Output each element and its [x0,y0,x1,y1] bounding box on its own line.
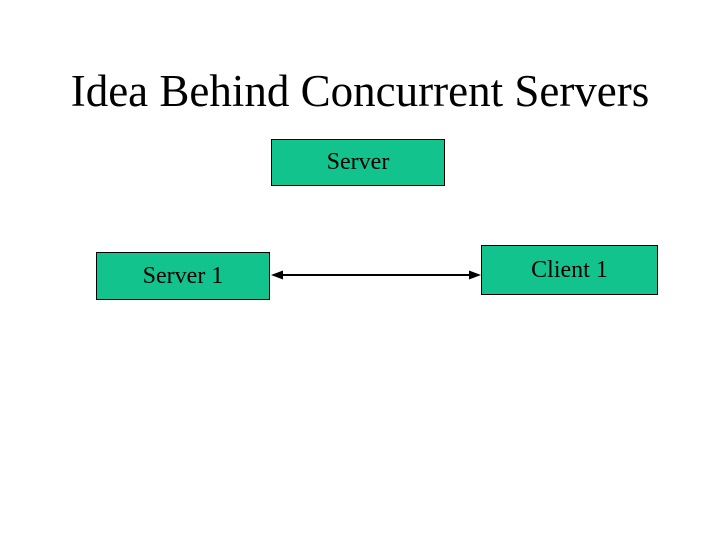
server-1-box-label: Server 1 [142,262,224,289]
server-1-box: Server 1 [96,252,270,300]
client-1-box: Client 1 [481,245,658,295]
server-box-label: Server [326,149,390,175]
client-1-box-label: Client 1 [531,256,608,283]
server-box: Server [271,139,445,186]
arrowhead-left-icon [271,270,283,280]
double-arrow-connector [271,270,481,280]
slide-title: Idea Behind Concurrent Servers [70,66,650,116]
arrowhead-right-icon [469,270,481,280]
